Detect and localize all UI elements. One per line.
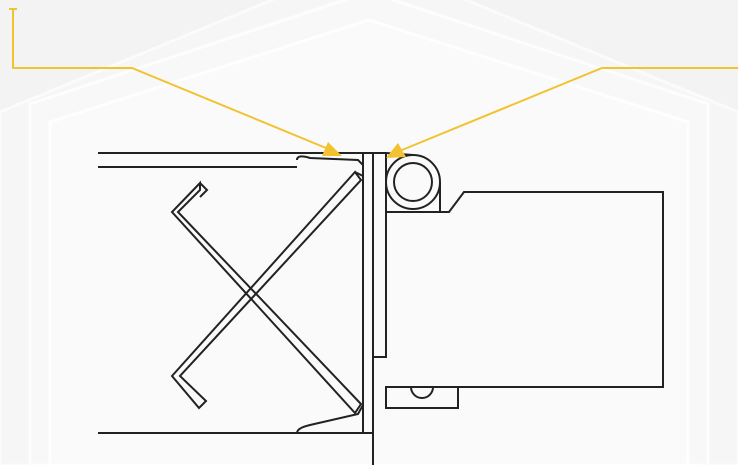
brace-b-end-top — [354, 171, 364, 177]
callout-left-arrowhead — [322, 142, 342, 156]
pipe-inner — [393, 162, 433, 202]
brace-b — [170, 170, 363, 410]
section-drawing — [98, 152, 664, 465]
bottom-bracket-hole — [410, 386, 434, 399]
callout-right-arrowhead — [386, 143, 406, 158]
brace-a — [170, 180, 363, 415]
callout-left-leader — [12, 9, 327, 149]
brace-a-end — [199, 182, 209, 198]
bottom-bracket — [385, 386, 459, 409]
callouts — [9, 8, 738, 158]
callout-left — [9, 8, 342, 156]
callout-right-leader — [401, 67, 738, 151]
callout-right — [386, 67, 738, 158]
hexagon-inner — [48, 18, 690, 465]
